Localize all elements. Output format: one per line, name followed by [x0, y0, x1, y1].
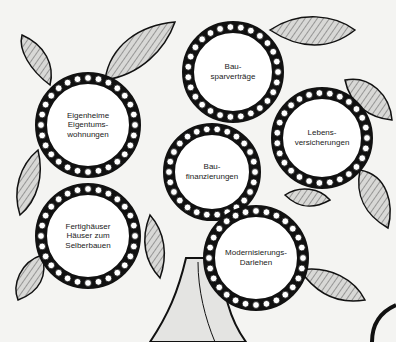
leaf [285, 189, 330, 206]
leaf [17, 150, 40, 215]
leaf [105, 22, 175, 80]
circle-label: Modernisierungs- Darlehen [221, 248, 291, 267]
circle-label: Lebens- versicherungen [286, 128, 358, 147]
bead-ring-circle: Lebens- versicherungen [270, 86, 374, 190]
leaf [21, 35, 51, 85]
leaf [270, 17, 355, 45]
bead-ring-circle: Bau- sparverträge [181, 20, 285, 124]
bead-ring-circle: Fertighäuser Häuser zum Selberbauen [34, 182, 142, 290]
leaf [16, 255, 44, 300]
leaf [300, 269, 365, 301]
bead-ring-circle: Modernisierungs- Darlehen [202, 204, 310, 312]
leaf [145, 215, 165, 278]
circle-label: Fertighäuser Häuser zum Selberbauen [56, 222, 120, 251]
circle-label: Eigenheime Eigentums- wohnungen [58, 111, 118, 140]
circle-label: Bau- finanzierungen [181, 162, 243, 181]
corner-curve [372, 305, 396, 342]
bead-ring-circle: Eigenheime Eigentums- wohnungen [34, 71, 142, 179]
circle-label: Bau- sparverträge [202, 62, 264, 81]
leaf [359, 170, 390, 228]
